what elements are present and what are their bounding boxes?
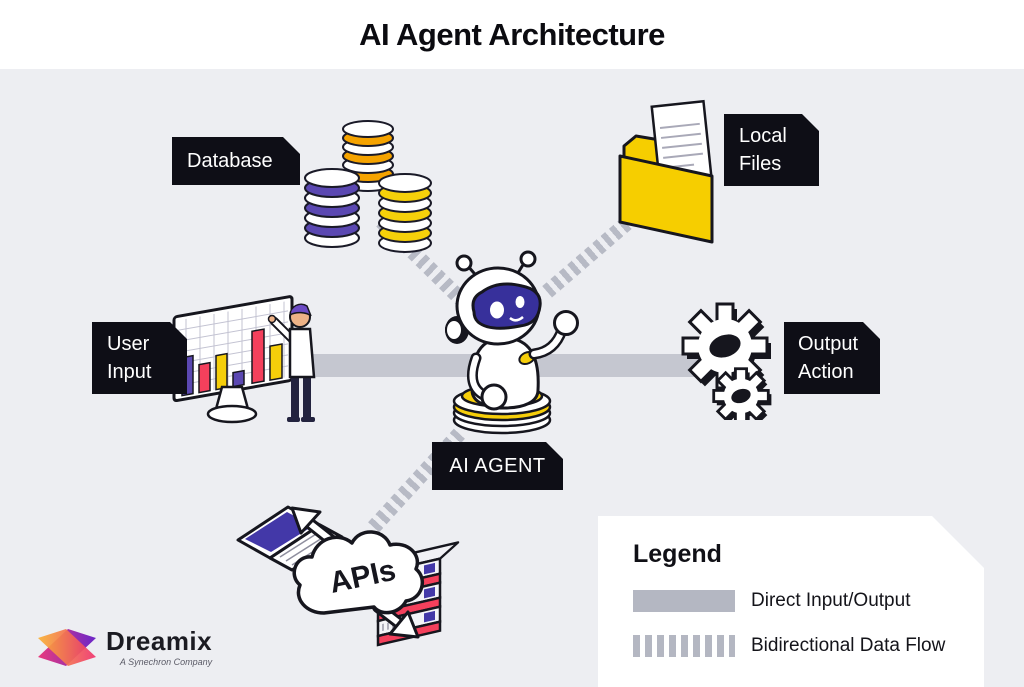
- header: AI Agent Architecture: [0, 0, 1024, 69]
- tag-user-input: User Input: [92, 322, 187, 394]
- monitor-stand: [206, 385, 258, 424]
- robot-eye-left: [490, 301, 504, 319]
- ai-agent-robot-icon: [445, 250, 579, 435]
- gears-icon: [681, 302, 772, 420]
- user-monitor-illustration: [172, 295, 316, 424]
- legend-solid-swatch: [633, 590, 735, 612]
- robot-smile: [509, 316, 524, 322]
- robot-left-arm: [467, 352, 508, 411]
- robot-ear-inner: [445, 319, 463, 341]
- page-title: AI Agent Architecture: [359, 17, 665, 52]
- database-icon: [304, 120, 432, 253]
- tag-database-label: Database: [187, 150, 273, 172]
- bar-chart-screen: [172, 295, 294, 403]
- legend-item-bidirectional: Bidirectional Data Flow: [633, 635, 945, 657]
- tag-user-input-label: User Input: [107, 333, 152, 383]
- brand-name: Dreamix: [106, 625, 213, 656]
- robot-right-arm: [528, 310, 579, 360]
- tag-output-action-label: Output Action: [798, 333, 859, 383]
- legend-item-direct: Direct Input/Output: [633, 590, 910, 612]
- apis-cloud-icon: APIs: [292, 530, 425, 615]
- tag-ai-agent: AI AGENT: [432, 442, 563, 490]
- apis-illustration: APIs: [236, 505, 460, 647]
- brand-tagline: A Synechron Company: [119, 656, 213, 667]
- tag-output-action: Output Action: [784, 322, 880, 394]
- tag-local-files: Local Files: [724, 114, 819, 186]
- folder-front: [618, 154, 714, 244]
- person-figure: [267, 303, 316, 422]
- dreamix-logo-icon: [38, 629, 96, 666]
- db-cylinder-left: [304, 168, 360, 248]
- robot-visor: [471, 282, 542, 330]
- legend-panel: Legend Direct Input/Output Bidirectional…: [598, 516, 984, 687]
- tag-ai-agent-label: AI AGENT: [449, 455, 546, 477]
- gear-small: [712, 367, 772, 420]
- db-cylinder-right: [378, 173, 432, 253]
- legend-bidirectional-label: Bidirectional Data Flow: [751, 635, 946, 656]
- legend-dashed-swatch: [633, 635, 735, 657]
- legend-title: Legend: [633, 540, 722, 568]
- tag-database: Database: [172, 137, 300, 185]
- dreamix-logo: Dreamix A Synechron Company: [36, 626, 212, 668]
- db-cylinder-back: [342, 120, 394, 192]
- robot-eye-right: [515, 296, 525, 308]
- legend-direct-label: Direct Input/Output: [751, 590, 911, 611]
- tag-local-files-label: Local Files: [739, 125, 787, 175]
- local-files-folder-icon: [618, 99, 714, 244]
